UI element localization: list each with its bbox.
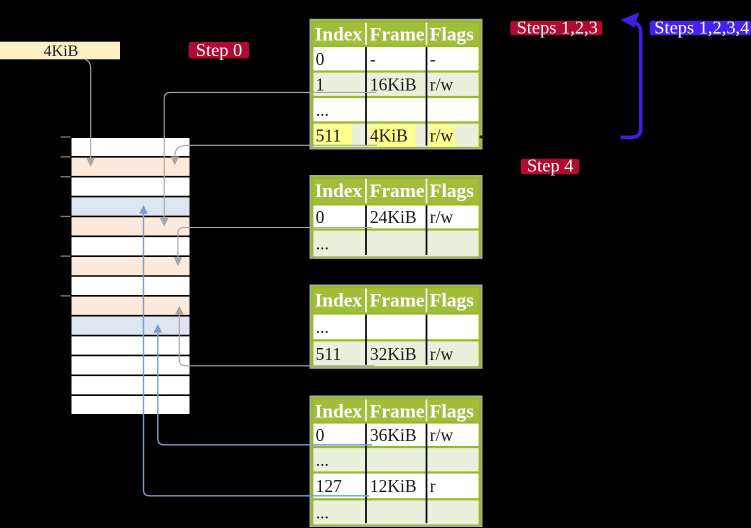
svg-text:Flags: Flags xyxy=(430,401,475,422)
svg-text:r/w: r/w xyxy=(430,207,454,227)
svg-text:Index: Index xyxy=(315,25,363,46)
svg-text:16KiB: 16KiB xyxy=(370,74,417,94)
svg-text:511: 511 xyxy=(316,344,342,364)
svg-text:r: r xyxy=(430,476,436,496)
svg-text:Steps 1,2,3: Steps 1,2,3 xyxy=(517,18,598,38)
svg-text:r/w: r/w xyxy=(430,74,454,94)
svg-text:4KiB: 4KiB xyxy=(370,125,408,145)
svg-text:Index: Index xyxy=(315,290,363,311)
svg-text:Index: Index xyxy=(315,181,363,202)
svg-text:Flags: Flags xyxy=(430,25,475,46)
svg-text:12KiB: 12KiB xyxy=(370,476,417,496)
svg-text:36KiB: 36KiB xyxy=(370,425,417,445)
svg-text:...: ... xyxy=(316,234,329,254)
svg-text:24KiB: 24KiB xyxy=(370,207,417,227)
svg-text:Step 4: Step 4 xyxy=(527,155,574,175)
svg-text:-: - xyxy=(430,49,436,69)
svg-text:0: 0 xyxy=(316,425,325,445)
svg-text:127: 127 xyxy=(316,476,343,496)
svg-text:0: 0 xyxy=(316,49,325,69)
svg-text:4KiB: 4KiB xyxy=(44,43,79,60)
svg-text:32KiB: 32KiB xyxy=(370,344,417,364)
svg-text:...: ... xyxy=(316,503,329,523)
svg-text:1: 1 xyxy=(316,74,325,94)
svg-text:Index: Index xyxy=(315,401,363,422)
svg-text:Steps 1,2,3,4: Steps 1,2,3,4 xyxy=(654,18,749,38)
svg-text:Flags: Flags xyxy=(430,181,475,202)
svg-text:r/w: r/w xyxy=(430,344,454,364)
svg-text:...: ... xyxy=(316,450,329,470)
svg-text:r/w: r/w xyxy=(430,425,454,445)
svg-text:...: ... xyxy=(316,100,329,120)
svg-text:-: - xyxy=(370,49,376,69)
svg-text:Frame: Frame xyxy=(370,290,425,311)
svg-text:0: 0 xyxy=(316,207,325,227)
svg-text:...: ... xyxy=(316,317,329,337)
svg-text:Flags: Flags xyxy=(430,290,475,311)
svg-text:511: 511 xyxy=(316,125,342,145)
svg-text:Frame: Frame xyxy=(370,401,425,422)
svg-text:Frame: Frame xyxy=(370,25,425,46)
svg-text:Step 0: Step 0 xyxy=(196,40,243,60)
svg-text:r/w: r/w xyxy=(430,125,454,145)
svg-text:Frame: Frame xyxy=(370,181,425,202)
